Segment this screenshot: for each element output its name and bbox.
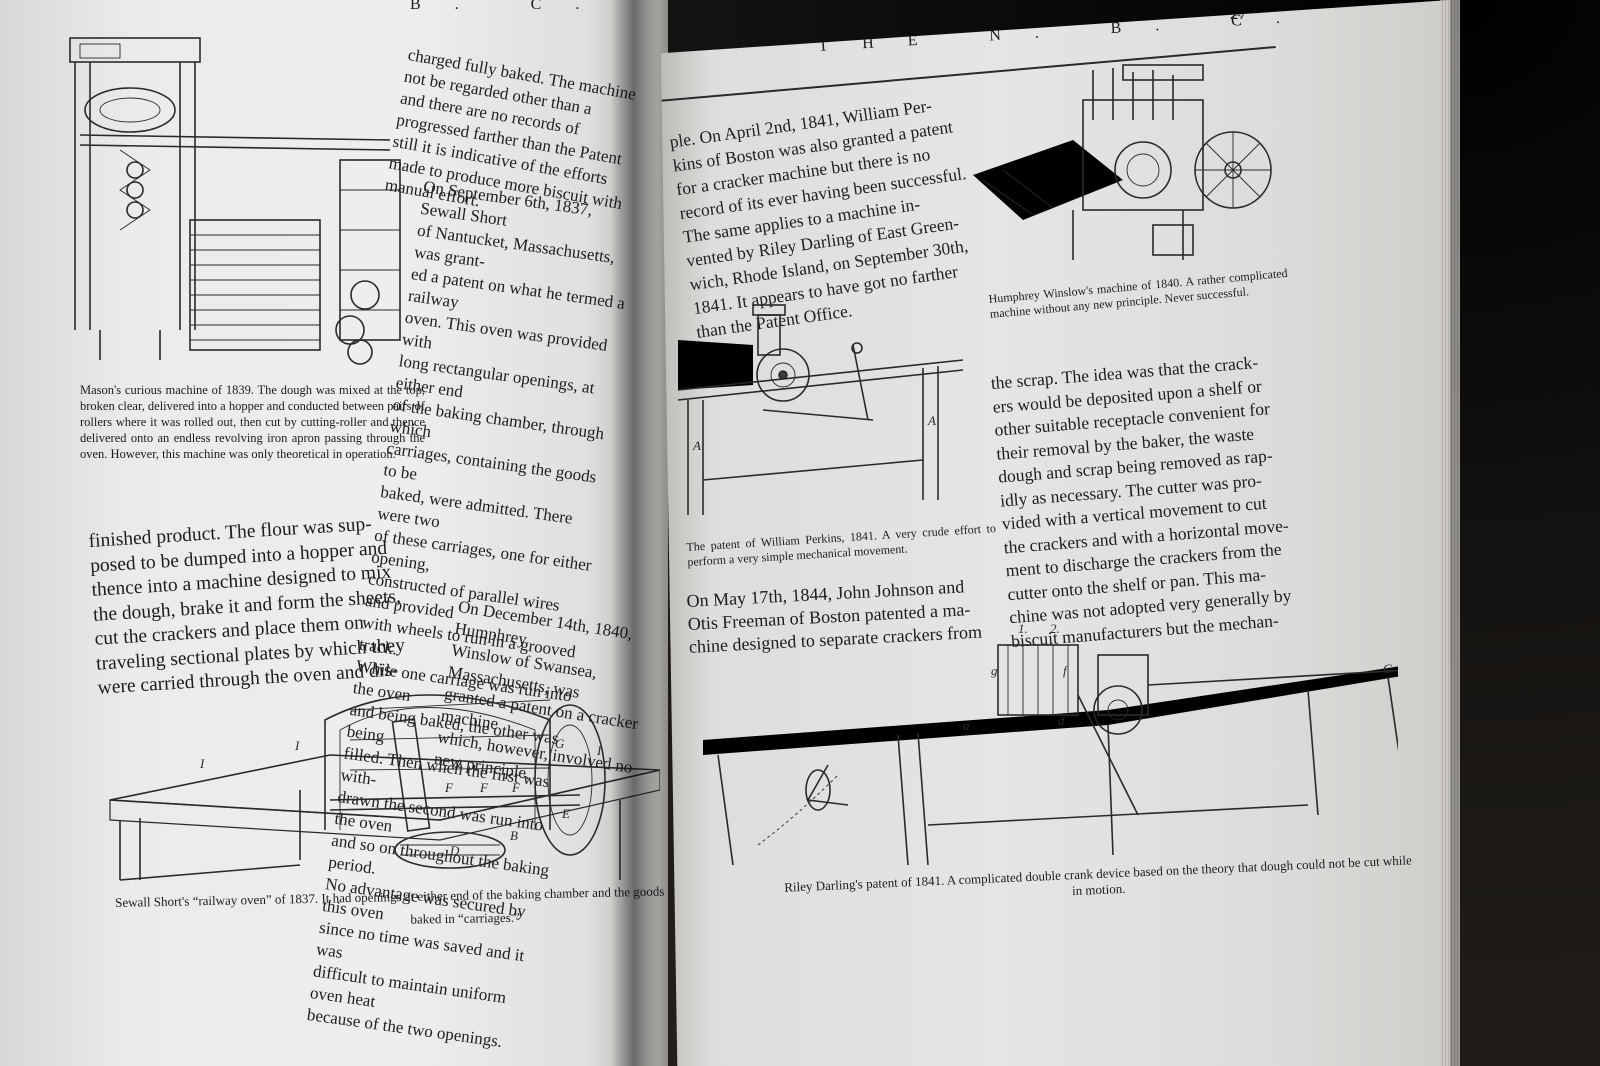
oven-label-f2: F bbox=[479, 780, 489, 795]
darling-label-g: g bbox=[991, 663, 998, 678]
oven-label-i1: I bbox=[199, 756, 205, 771]
darling-machine-illustration: 1. 2. a C g f d bbox=[703, 621, 1398, 866]
railway-oven-illustration: I I A G F F F B D E I bbox=[109, 694, 660, 881]
mason-machine-illustration bbox=[69, 37, 401, 365]
mason-caption: Mason's curious machine of 1839. The dou… bbox=[80, 383, 425, 461]
oven-label-f3: F bbox=[511, 780, 521, 795]
darling-label-a: a bbox=[963, 718, 970, 733]
left-header-fragment: B. C. bbox=[410, 0, 614, 13]
left-page: B. C. bbox=[0, 0, 668, 1066]
page-stack-edge bbox=[1440, 0, 1460, 1066]
perkins-label-a2: A bbox=[927, 413, 936, 428]
oven-label-g: G bbox=[555, 736, 565, 751]
oven-label-f1: F bbox=[444, 780, 454, 795]
page-number: 27 bbox=[1230, 4, 1247, 23]
oven-label-i3: I bbox=[596, 743, 602, 758]
oven-label-a: A bbox=[454, 756, 463, 771]
oven-label-b: B bbox=[510, 828, 518, 843]
darling-label-d: d bbox=[1058, 713, 1065, 728]
perkins-label-a1: A bbox=[692, 438, 701, 453]
darling-label-c: C bbox=[1383, 661, 1392, 676]
winslow-machine-illustration bbox=[973, 64, 1272, 260]
perkins-machine-illustration: A A bbox=[677, 304, 964, 515]
oven-label-e: E bbox=[561, 806, 570, 821]
right-page: THE N. B. C. 27 ple. On April 2nd, 1841,… bbox=[660, 0, 1450, 1066]
darling-label-1: 1. bbox=[1018, 621, 1028, 636]
book-gutter-shadow bbox=[610, 0, 658, 1066]
darling-label-2: 2. bbox=[1050, 621, 1060, 636]
left-body-text: finished product. The flour was sup- pos… bbox=[88, 508, 458, 701]
oven-label-d: D bbox=[449, 843, 460, 858]
oven-label-i2: I bbox=[294, 738, 300, 753]
scrap-text: the scrap. The idea was that the crack- … bbox=[990, 346, 1341, 653]
darling-label-f: f bbox=[1063, 663, 1069, 678]
oven-caption-line-2: baked in “carriages.” bbox=[410, 909, 520, 927]
